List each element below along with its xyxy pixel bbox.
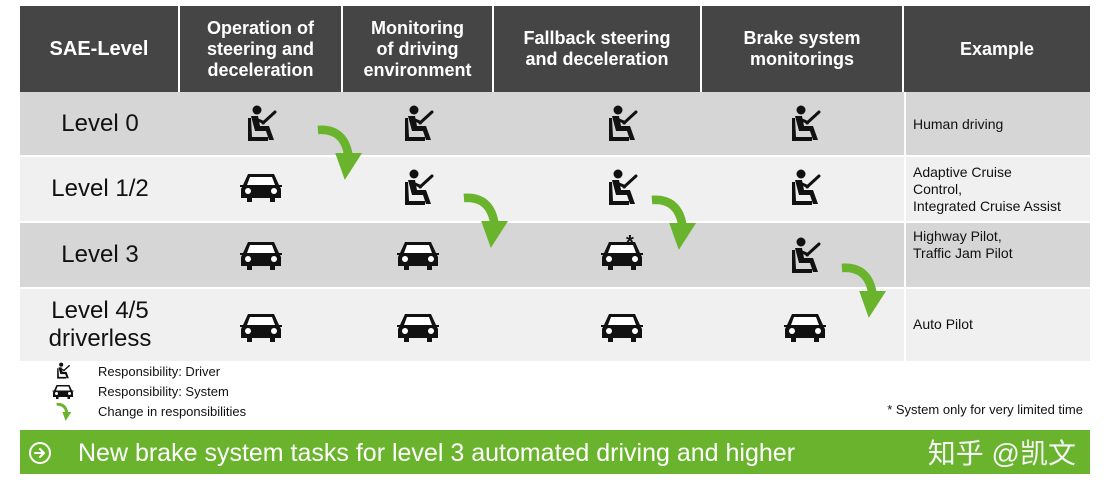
header-sae-level: SAE-Level bbox=[20, 6, 180, 92]
legend-item-driver: Responsibility: Driver bbox=[50, 362, 450, 382]
footnote-marker: * bbox=[626, 232, 634, 254]
legend-label: Responsibility: System bbox=[98, 384, 229, 399]
car-icon bbox=[600, 240, 644, 272]
driver-icon bbox=[398, 104, 438, 144]
arrow-circle-icon bbox=[29, 442, 51, 464]
driver-icon bbox=[785, 168, 825, 208]
driver-icon bbox=[785, 236, 825, 276]
example-text: Auto Pilot bbox=[913, 316, 973, 332]
car-icon bbox=[239, 312, 283, 344]
driver-icon bbox=[54, 362, 72, 380]
table-row bbox=[20, 222, 1090, 288]
car-icon bbox=[600, 312, 644, 344]
header-monitoring: Monitoring of driving environment bbox=[343, 6, 494, 92]
legend-label: Responsibility: Driver bbox=[98, 364, 221, 379]
transition-arrow-icon bbox=[462, 192, 510, 250]
table-row bbox=[20, 156, 1090, 222]
transition-arrow-icon bbox=[316, 124, 364, 182]
example-text: Human driving bbox=[913, 115, 1004, 132]
car-icon bbox=[52, 384, 74, 400]
car-icon bbox=[783, 312, 827, 344]
driver-icon bbox=[398, 168, 438, 208]
level-label: Level 3 bbox=[61, 241, 139, 268]
car-icon bbox=[396, 240, 440, 272]
legend-label: Change in responsibilities bbox=[98, 404, 247, 419]
header-operation: Operation of steering and deceleration bbox=[180, 6, 343, 92]
row-divider bbox=[20, 287, 1090, 289]
legend-item-system: Responsibility: System bbox=[50, 382, 450, 402]
header-brake-system: Brake system monitorings bbox=[702, 6, 904, 92]
banner-text: New brake system tasks for level 3 autom… bbox=[78, 439, 796, 467]
row-divider bbox=[20, 155, 1090, 157]
level-label: Level 0 bbox=[61, 110, 139, 137]
car-icon bbox=[396, 312, 440, 344]
legend-item-change: Change in responsibilities bbox=[50, 402, 450, 422]
header-fallback: Fallback steering and deceleration bbox=[494, 6, 702, 92]
driver-icon bbox=[602, 168, 642, 208]
driver-icon bbox=[241, 104, 281, 144]
level-label: Level 1/2 bbox=[51, 175, 149, 202]
transition-arrow-icon bbox=[840, 262, 888, 320]
transition-arrow-icon bbox=[56, 402, 72, 422]
column-divider bbox=[904, 92, 906, 361]
example-text: Highway Pilot, Traffic Jam Pilot bbox=[913, 228, 1013, 261]
row-divider bbox=[20, 221, 1090, 223]
example-text: Adaptive Cruise Control, Integrated Crui… bbox=[913, 163, 1061, 214]
banner: New brake system tasks for level 3 autom… bbox=[20, 430, 1090, 474]
level-label: Level 4/5 driverless bbox=[48, 296, 152, 352]
watermark: 知乎 @凯文 bbox=[927, 438, 1076, 469]
sae-table: SAE-Level Operation of steering and dece… bbox=[20, 6, 1090, 361]
table-row bbox=[20, 288, 1090, 361]
header-example: Example bbox=[904, 6, 1090, 92]
driver-icon bbox=[602, 104, 642, 144]
transition-arrow-icon bbox=[650, 194, 698, 252]
driver-icon bbox=[785, 104, 825, 144]
car-icon bbox=[239, 240, 283, 272]
table-row bbox=[20, 92, 1090, 156]
footnote: * System only for very limited time bbox=[887, 402, 1083, 417]
car-icon bbox=[239, 172, 283, 204]
